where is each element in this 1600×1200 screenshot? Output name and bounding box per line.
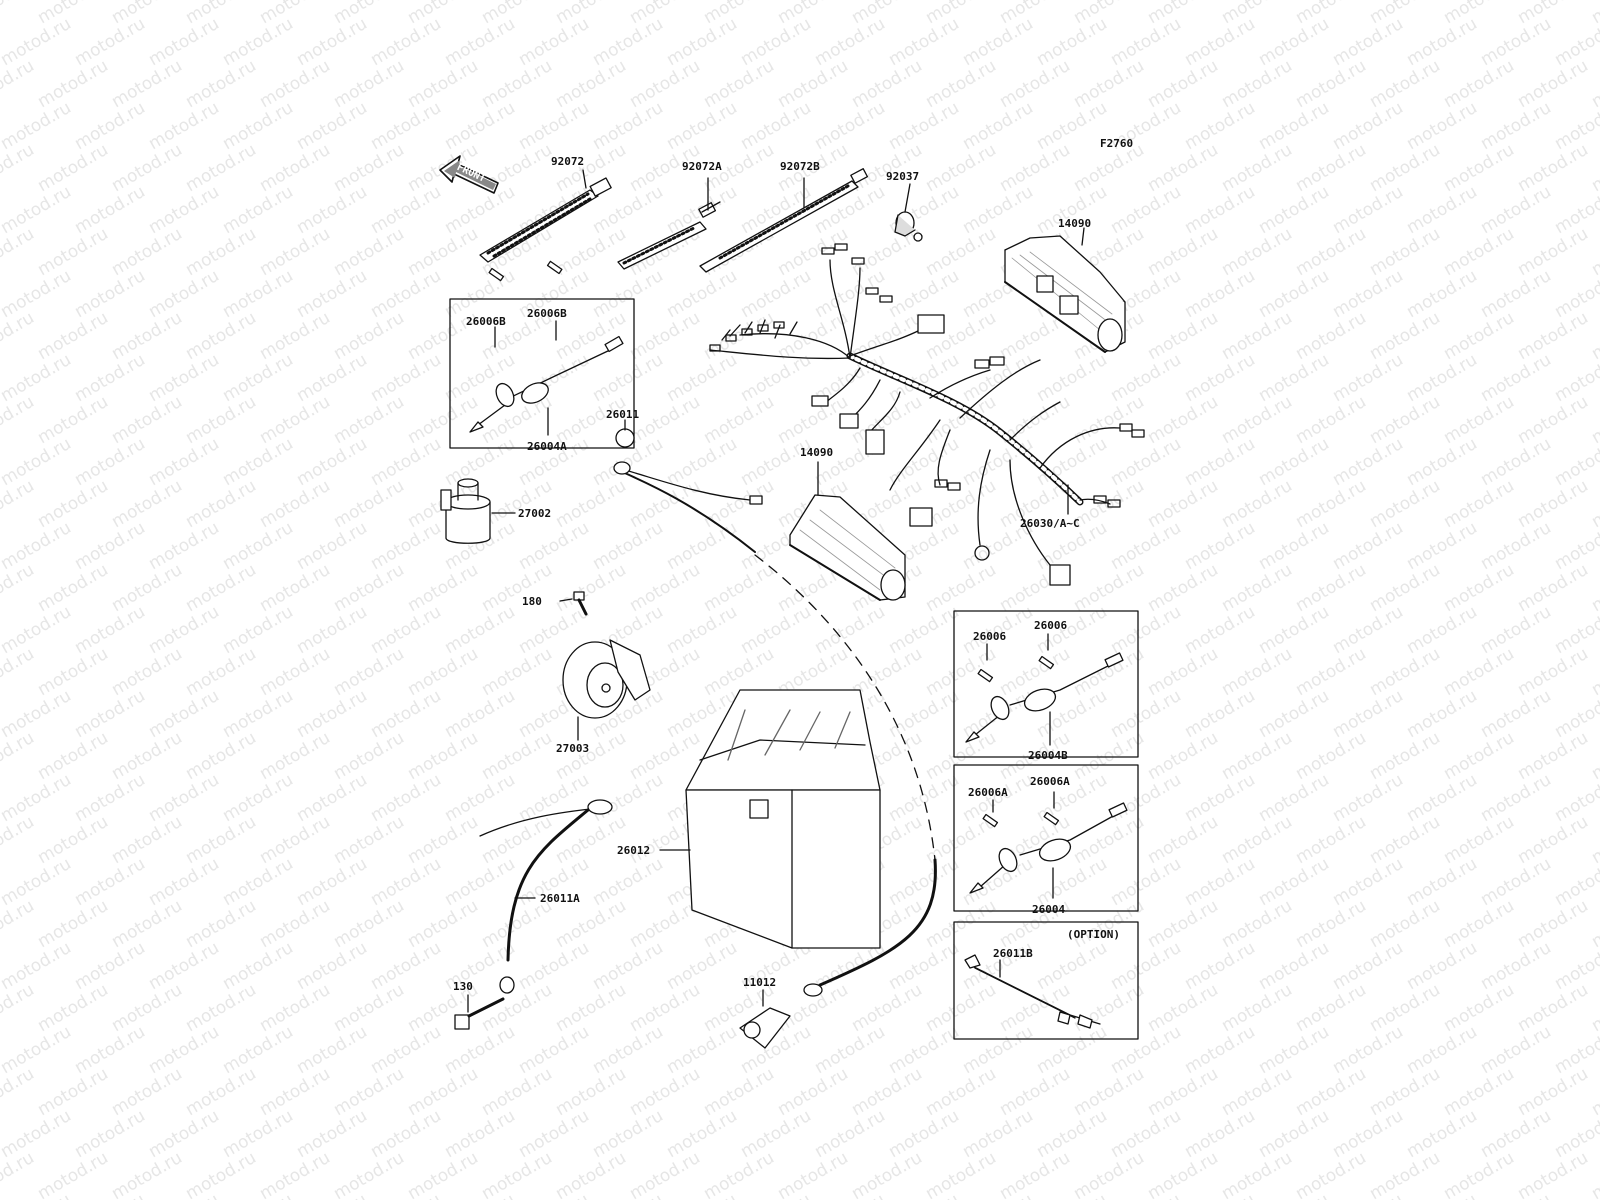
lead-negative xyxy=(803,858,937,997)
label-26004: 26004 xyxy=(1032,903,1065,916)
label-14090-bottom: 14090 xyxy=(800,446,833,459)
label-26012: 26012 xyxy=(617,844,650,857)
label-26011: 26011 xyxy=(606,408,639,421)
cable-tie-92072a xyxy=(617,177,721,270)
option-lead-26011b xyxy=(953,921,1139,1040)
label-11012: 11012 xyxy=(743,976,776,989)
label-92072b: 92072B xyxy=(780,160,820,173)
label-26004b: 26004B xyxy=(1028,749,1068,762)
label-26006a-right: 26006A xyxy=(1030,775,1070,788)
clamp-92037 xyxy=(894,183,923,242)
label-27003: 27003 xyxy=(556,742,589,755)
label-26006b-left: 26006B xyxy=(466,315,506,328)
label-26004a: 26004A xyxy=(527,440,567,453)
bolt-180 xyxy=(559,591,588,616)
label-92037: 92037 xyxy=(886,170,919,183)
battery-26012 xyxy=(659,689,881,949)
label-26006-left: 26006 xyxy=(973,630,1006,643)
lead-26011 xyxy=(613,419,763,553)
cap-11012 xyxy=(739,989,791,1049)
label-26030: 26030/A~C xyxy=(1020,517,1080,530)
fuse-kit-26004a xyxy=(449,260,635,449)
label-26011a: 26011A xyxy=(540,892,580,905)
option-label: (OPTION) xyxy=(1067,928,1120,941)
fuse-kit-26004b xyxy=(953,610,1139,758)
label-92072a: 92072A xyxy=(682,160,722,173)
label-27002: 27002 xyxy=(518,507,551,520)
lead-26011a xyxy=(479,799,613,994)
relay-27002 xyxy=(440,478,516,544)
label-26006-right: 26006 xyxy=(1034,619,1067,632)
main-harness-26030 xyxy=(709,243,1145,586)
label-26011b: 26011B xyxy=(993,947,1033,960)
label-26006a-left: 26006A xyxy=(968,786,1008,799)
cable-tie-92072b xyxy=(699,168,869,273)
label-180: 180 xyxy=(522,595,542,608)
cover-14090-bottom xyxy=(789,461,906,601)
figure-code: F2760 xyxy=(1100,137,1133,150)
label-14090-top: 14090 xyxy=(1058,217,1091,230)
cable-tie-92072 xyxy=(479,169,612,263)
routing-line xyxy=(754,554,936,861)
label-26006b-right: 26006B xyxy=(527,307,567,320)
label-130: 130 xyxy=(453,980,473,993)
horn-27003 xyxy=(562,639,651,741)
front-arrow-icon: FRONT xyxy=(439,155,499,194)
bolt-130 xyxy=(454,994,505,1030)
cover-14090-top xyxy=(1004,227,1126,353)
label-92072: 92072 xyxy=(551,155,584,168)
fuse-kit-26004 xyxy=(953,764,1139,912)
